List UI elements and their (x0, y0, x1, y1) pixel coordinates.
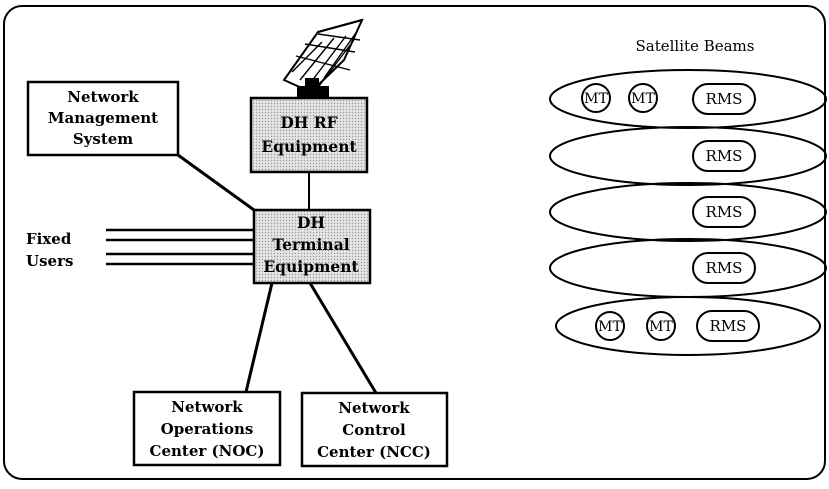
noc-box: Network Operations Center (NOC) (132, 390, 282, 467)
satellite-beam-3: RMS (549, 182, 827, 242)
dh-rf-line-2: Equipment (261, 137, 357, 156)
dh-rf-line-1: DH RF (280, 113, 337, 132)
rms-node (692, 83, 756, 115)
fixed-users-line-1: Fixed (26, 230, 72, 248)
ncc-line-2: Control (342, 421, 406, 439)
mt-terminal (581, 83, 611, 113)
ncc-line-1: Network (338, 399, 410, 417)
mt-terminal (595, 311, 625, 341)
noc-line-3: Center (NOC) (150, 442, 265, 460)
satellite-beam-4: RMS (549, 238, 827, 298)
satellite-dish-icon (282, 18, 364, 98)
satellite-beam-5: MT MT RMS (555, 296, 821, 356)
link-terminal-ncc (308, 282, 378, 394)
dh-terminal-line-3: Equipment (263, 257, 359, 276)
satellite-beam-2: RMS (549, 126, 827, 186)
nms-line-3: System (73, 130, 133, 148)
dh-terminal-line-2: Terminal (272, 235, 349, 254)
rms-node (692, 140, 756, 172)
rms-label: RMS (706, 90, 743, 108)
nms-line-2: Management (48, 109, 158, 127)
fixed-users-line-2: Users (26, 252, 73, 270)
rms-node (692, 252, 756, 284)
mt-terminal (628, 83, 658, 113)
fixed-user-lines (106, 228, 256, 266)
dh-terminal-line-1: DH (297, 213, 325, 232)
mt-label: MT (584, 91, 608, 107)
satellite-beams-title: Satellite Beams (636, 37, 755, 55)
network-management-system-box: Network Management System (26, 80, 180, 157)
rms-label: RMS (706, 147, 743, 165)
rms-label: RMS (706, 259, 743, 277)
ncc-line-3: Center (NCC) (317, 443, 431, 461)
nms-line-1: Network (67, 88, 139, 106)
ncc-box: Network Control Center (NCC) (300, 391, 449, 468)
rms-label: RMS (710, 317, 747, 335)
satellite-beam-1: MT MT RMS (549, 69, 827, 129)
link-nms-terminal (177, 153, 255, 212)
link-terminal-noc (244, 282, 274, 393)
rms-node (692, 196, 756, 228)
outer-frame (3, 5, 826, 480)
rms-node (696, 310, 760, 342)
mt-label: MT (649, 319, 673, 335)
mt-label: MT (631, 91, 655, 107)
dh-terminal-equipment-box: DH Terminal Equipment (252, 208, 372, 285)
mt-terminal (646, 311, 676, 341)
dh-rf-equipment-box: DH RF Equipment (249, 96, 369, 174)
mt-label: MT (598, 319, 622, 335)
rms-label: RMS (706, 203, 743, 221)
noc-line-1: Network (171, 398, 243, 416)
fixed-users-label: Fixed Users (26, 230, 73, 270)
noc-line-2: Operations (161, 420, 254, 438)
